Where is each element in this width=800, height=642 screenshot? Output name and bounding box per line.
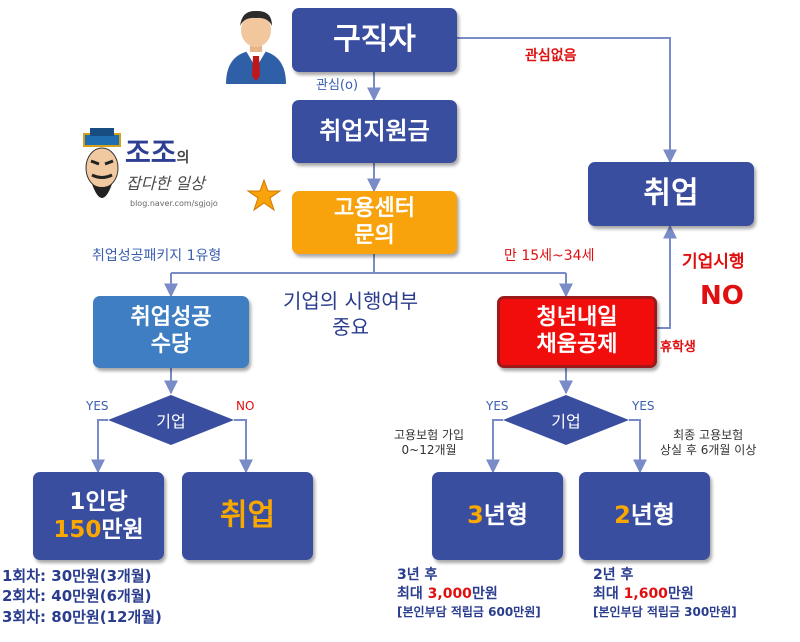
logo-name: 조조의: [125, 136, 190, 169]
node-job-seeker: 구직자: [292, 8, 457, 72]
connector-no-interest: [457, 37, 677, 164]
node-three-year-type: 3년형: [432, 472, 563, 560]
label-package-type1: 취업성공패키지 1유형: [92, 248, 222, 264]
connector-company-no: [657, 224, 677, 329]
jojo-blog-logo: [83, 128, 121, 198]
label-insurance-join: 고용보험 가입 0~12개월: [394, 428, 465, 457]
label-interest: 관심(o): [316, 78, 359, 93]
orange-star-icon: [246, 178, 282, 212]
connector-left-no: [234, 419, 253, 474]
connector-right-yes-b: [629, 419, 647, 474]
label-yes-right-b: YES: [632, 399, 655, 413]
payment-item: 2회차: 40만원(6개월): [2, 587, 152, 606]
payment-item: 3회차: 80만원(12개월): [2, 607, 162, 626]
result-two-year: 2년 후 최대 1,600만원 [본인부담 적립금 300만원]: [593, 567, 737, 619]
label-company-importance: 기업의 시행여부 중요: [283, 289, 419, 339]
node-employment-left: 취업: [182, 472, 313, 560]
node-employment-right: 취업: [588, 162, 754, 226]
label-leave-student: 휴학생: [660, 340, 696, 355]
label-yes-right-a: YES: [486, 399, 509, 413]
label-company-implementation: 기업시행: [682, 252, 745, 272]
node-two-year-type: 2년형: [579, 472, 710, 560]
label-insurance-lost: 최종 고용보험 상실 후 6개월 이상: [660, 428, 757, 457]
payment-schedule: 1회차: 30만원(3개월) 2회차: 40만원(6개월) 3회차: 80만원(…: [2, 566, 162, 627]
logo-tagline: 잡다한 일상: [126, 174, 205, 193]
label-no-left: NO: [236, 399, 255, 413]
label-yes-left: YES: [86, 399, 109, 413]
label-no-interest: 관심없음: [525, 48, 577, 64]
label-no-large: NO: [700, 281, 744, 311]
decision-company-right: 기업: [503, 395, 629, 445]
connector-right-yes-a: [486, 419, 503, 474]
result-three-year: 3년 후 최대 3,000만원 [본인부담 적립금 600만원]: [397, 567, 541, 619]
payment-item: 1회차: 30만원(3개월): [2, 567, 152, 585]
job-seeker-person-icon: [226, 10, 286, 84]
decision-company-left: 기업: [108, 395, 234, 445]
node-per-person-amount: 1인당 150만원: [33, 472, 164, 560]
node-support-fund: 취업지원금: [292, 100, 457, 163]
connector-left-yes: [91, 419, 108, 474]
logo-url: blog.naver.com/sgjojo: [130, 199, 218, 208]
label-age-range: 만 15세~34세: [504, 248, 595, 264]
